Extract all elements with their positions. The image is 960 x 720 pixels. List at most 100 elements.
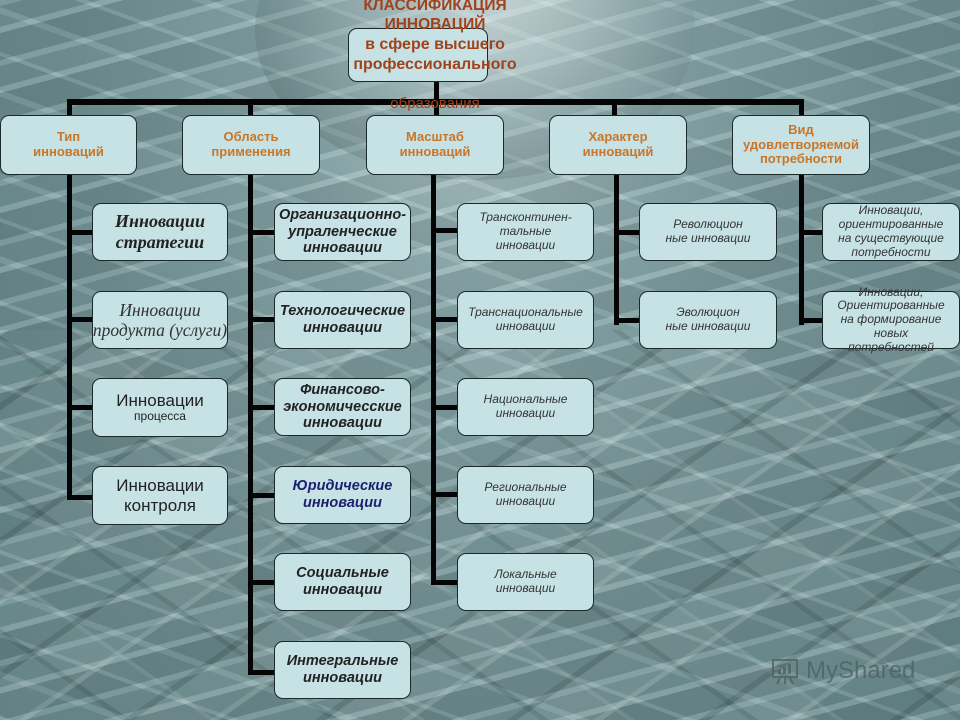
item-label: Инновации, (858, 284, 924, 299)
item-label: инновации (303, 582, 382, 598)
presentation-chart-icon (772, 659, 798, 685)
item-label: на формирование (840, 312, 942, 327)
item-label: новых (873, 325, 909, 340)
item-label: ориентированные (838, 217, 944, 232)
title-line-5: образования (390, 95, 480, 112)
title-line-3: в сфере высшего (365, 35, 505, 53)
item-label: на существующие (838, 231, 944, 245)
item-label: ные инновации (665, 319, 751, 333)
col3-spine (431, 175, 436, 585)
item-label: Финансово- (300, 381, 385, 398)
title-line-4: профессионального (353, 55, 517, 73)
drop-2 (248, 99, 253, 117)
col5-branch (799, 230, 824, 235)
item-label: инновации (303, 670, 382, 686)
item-label: продукта (услуги) (92, 320, 228, 340)
item-label: Организационно- (278, 206, 407, 223)
item-label: Революцион (673, 217, 743, 232)
col3-branch (431, 492, 459, 497)
item-label: контроля (124, 495, 196, 515)
item-product-innovations: Инновации продукта (услуги) (92, 291, 228, 349)
header-label: инноваций (582, 144, 654, 159)
item-label: Региональные (484, 480, 567, 495)
header-label: потребности (759, 151, 843, 167)
item-revolutionary-innovations: Революцион ные инновации (639, 203, 777, 261)
title-line-1: КЛАССИФИКАЦИЯ (363, 0, 507, 14)
header-label: удовлетворяемой (743, 136, 859, 152)
item-financial-economic-innovations: Финансово- экономичесские инновации (274, 378, 411, 436)
col2-branch (248, 580, 276, 585)
item-label: Инновации (119, 299, 201, 320)
item-label: инновации (495, 319, 556, 333)
item-label: потребности (851, 244, 931, 259)
drop-1 (67, 99, 72, 117)
header-label: Масштаб (406, 129, 464, 145)
col1-branch (67, 317, 93, 322)
drop-3 (434, 99, 439, 117)
col2-branch (248, 230, 276, 235)
item-label: инновации (303, 415, 382, 432)
col3-branch (431, 580, 459, 585)
category-header-application: Область применения (182, 115, 320, 175)
item-label: тальные (499, 224, 552, 239)
item-new-needs-innovations: Инновации, Ориентированные на формирован… (822, 285, 960, 354)
item-transnational-innovations: Транснациональные инновации (457, 291, 594, 349)
header-label: инноваций (33, 144, 104, 159)
item-label: экономичесские (283, 398, 402, 415)
item-label: Инновации, (858, 203, 924, 218)
col3-branch (431, 405, 459, 410)
item-label: Ориентированные (837, 298, 945, 313)
header-label: применения (211, 144, 291, 159)
item-integral-innovations: Интегральные инновации (274, 641, 411, 699)
item-process-innovations: Инновации процесса (92, 378, 228, 437)
item-label: инновации (495, 406, 556, 420)
item-strategy-innovations: Инновации стратегии (92, 203, 228, 261)
item-label: Инновации (116, 390, 204, 410)
item-transcontinental-innovations: Трансконтинен- тальные инновации (457, 203, 594, 261)
category-header-type: Тип инноваций (0, 115, 137, 175)
item-label: Юридические (292, 478, 393, 495)
item-label: инновации (303, 240, 382, 257)
item-label: процесса (134, 409, 186, 424)
col1-branch (67, 230, 93, 235)
drop-4 (612, 99, 617, 117)
col5-spine (799, 175, 804, 325)
item-control-innovations: Инновации контроля (92, 466, 228, 525)
item-existing-needs-innovations: Инновации, ориентированные на существующ… (822, 203, 960, 261)
col2-branch (248, 405, 276, 410)
diagram-title: КЛАССИФИКАЦИЯ ИННОВАЦИЙ в сфере высшего … (320, 0, 550, 75)
col1-branch (67, 405, 93, 410)
item-evolutionary-innovations: Эволюцион ные инновации (639, 291, 777, 349)
item-legal-innovations: Юридические инновации (274, 466, 411, 524)
header-label: Вид (788, 121, 814, 137)
drop-5 (799, 99, 804, 117)
item-label: упраленческие (288, 223, 397, 240)
header-label: Характер (588, 129, 648, 145)
category-header-need: Вид удовлетворяемой потребности (732, 115, 870, 175)
header-label: Тип (56, 129, 81, 145)
item-label: Инновации (115, 211, 205, 232)
col4-spine (614, 175, 619, 325)
col2-branch (248, 317, 276, 322)
col4-branch (614, 318, 642, 323)
item-label: инновации (303, 495, 382, 511)
header-label: инноваций (399, 144, 471, 159)
item-label: Инновации (116, 475, 204, 495)
root-stem (434, 82, 439, 102)
item-label: инновации (495, 494, 556, 508)
item-label: Эволюцион (676, 305, 740, 320)
item-label: Транснациональные (468, 305, 583, 320)
watermark-text: MyShared (806, 657, 916, 684)
item-label: инновации (303, 320, 382, 336)
col3-branch (431, 228, 459, 233)
item-national-innovations: Национальные инновации (457, 378, 594, 436)
col2-spine (248, 175, 253, 675)
myshared-watermark: MyShared (770, 656, 915, 686)
item-label: Социальные (296, 565, 389, 582)
col2-branch (248, 493, 276, 498)
item-label: потребностей (848, 339, 934, 354)
root-box (348, 28, 488, 82)
col5-branch (799, 318, 824, 323)
item-label: Интегральные (286, 653, 399, 670)
item-label: инновации (495, 581, 556, 595)
